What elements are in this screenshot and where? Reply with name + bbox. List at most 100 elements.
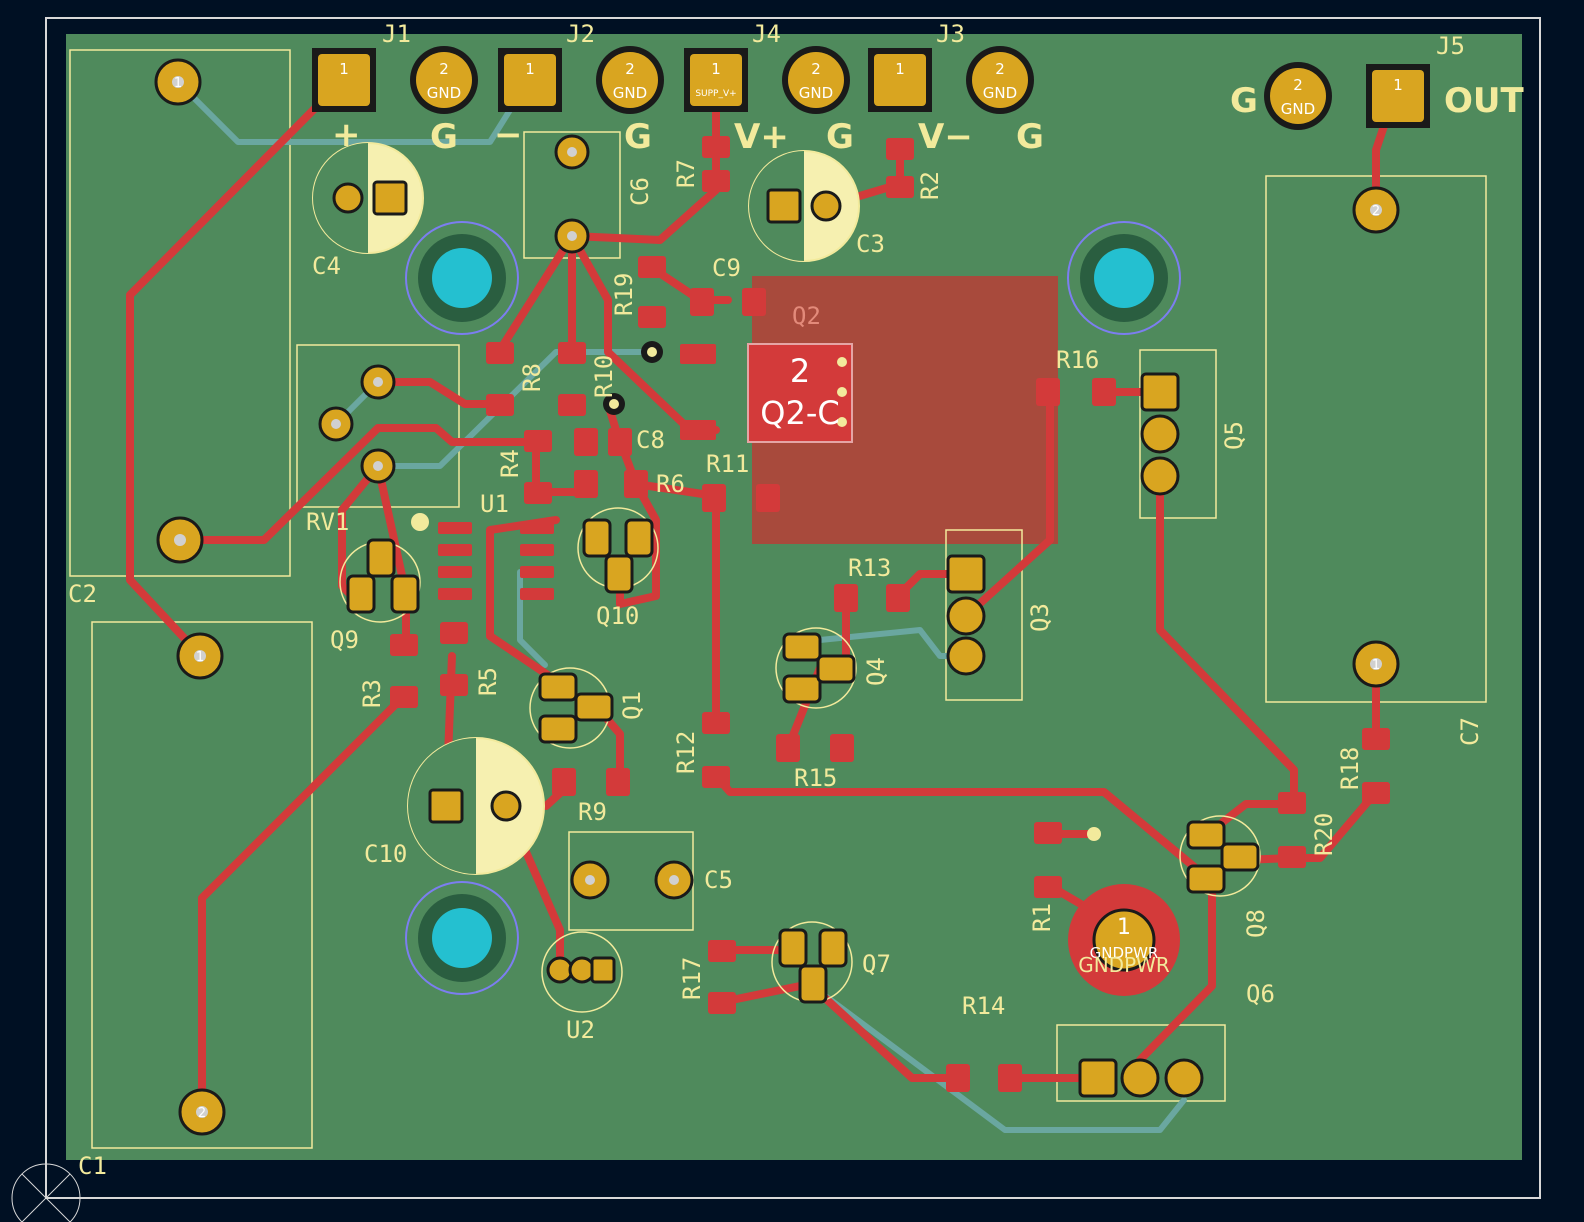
label-r17: R17	[678, 957, 706, 1000]
label-r9: R9	[578, 798, 607, 826]
mounting-holes	[405, 221, 1181, 995]
smd-pads	[390, 136, 1390, 1092]
label-c7: C7	[1456, 717, 1484, 746]
label-r6: R6	[656, 470, 685, 498]
label-r16: R16	[1056, 346, 1099, 374]
label-c1: C1	[78, 1152, 107, 1180]
j5-pin2-net: GND	[1281, 100, 1315, 118]
q2-pad-number: 2	[790, 352, 810, 390]
label-j3: J3	[936, 20, 965, 48]
label-c3: C3	[856, 230, 885, 258]
sign-j4-g: G	[826, 117, 854, 157]
j2-pin1: 1	[525, 60, 535, 78]
label-r19: R19	[610, 273, 638, 316]
q2-pad-net: Q2-C	[760, 394, 839, 432]
square-pads	[372, 180, 1180, 1098]
label-r3: R3	[358, 679, 386, 708]
j4-pin2-net: GND	[799, 84, 833, 102]
th-pad-holes	[172, 76, 1382, 1118]
label-r14: R14	[962, 992, 1005, 1020]
j4-pin1: 1	[711, 60, 721, 78]
label-r12: R12	[672, 731, 700, 774]
label-r13: R13	[848, 554, 891, 582]
label-r2: R2	[916, 171, 944, 200]
label-c5: C5	[704, 866, 733, 894]
label-c6: C6	[626, 177, 654, 206]
label-r18: R18	[1336, 747, 1364, 790]
label-q1: Q1	[618, 691, 646, 720]
sign-j3-g: G	[1016, 117, 1044, 157]
label-u1: U1	[480, 490, 509, 518]
label-q10: Q10	[596, 602, 639, 630]
label-r8: R8	[518, 363, 546, 392]
silk-labels: J1 J2 J4 J3 J5 C1 C2 C3 C4 C5 C8 C9 C10 …	[68, 20, 1465, 1180]
connector-signs: + G − G V+ G V− G G OUT	[332, 81, 1525, 157]
gndpwr-pad-number: 1	[1117, 915, 1131, 940]
sign-j5-out: OUT	[1444, 81, 1525, 121]
label-rv1: RV1	[306, 508, 349, 536]
sign-j3-vminus: V−	[918, 117, 973, 157]
to92-transistors	[339, 507, 1261, 1013]
q2-pad	[747, 343, 853, 443]
label-q3: Q3	[1026, 603, 1054, 632]
label-r1: R1	[1028, 903, 1056, 932]
sign-j4-vplus: V+	[734, 117, 789, 157]
vias	[603, 341, 1101, 841]
j2-pin2: 2	[625, 60, 635, 78]
label-c10: C10	[364, 840, 407, 868]
label-q6: Q6	[1246, 980, 1275, 1008]
j4-pin1-net: SUPP_V+	[695, 89, 736, 99]
sign-j1-g: G	[430, 117, 458, 157]
c2-pad1-num: 1	[174, 76, 182, 91]
j1-pin1: 1	[339, 60, 349, 78]
j3-pin2-net: GND	[983, 84, 1017, 102]
label-c9: C9	[712, 254, 741, 282]
label-u2: U2	[566, 1016, 595, 1044]
label-q9: Q9	[330, 626, 359, 654]
j2-pin2-net: GND	[613, 84, 647, 102]
label-q4: Q4	[862, 657, 890, 686]
j3-pin1: 1	[895, 60, 905, 78]
label-c4: C4	[312, 252, 341, 280]
label-r7: R7	[672, 159, 700, 188]
j4-pin2: 2	[811, 60, 821, 78]
label-r5: R5	[474, 667, 502, 696]
label-q5: Q5	[1220, 421, 1248, 450]
gndpwr-net-silk: GNDPWR	[1078, 953, 1170, 977]
label-r15: R15	[794, 764, 837, 792]
label-j4: J4	[752, 20, 781, 48]
label-c8: C8	[636, 426, 665, 454]
silk-labels-rotated: C6 C7 R1 R2 R3 R4 R5 R7 R8 R10 R12 R17 R…	[358, 159, 1484, 1000]
j3-pin2: 2	[995, 60, 1005, 78]
label-r10: R10	[590, 355, 618, 398]
q2-vias	[837, 357, 847, 427]
u1-pads	[438, 522, 554, 600]
gndpwr-pad-net: GNDPWR	[1090, 944, 1159, 962]
j1-pin2: 2	[439, 60, 449, 78]
q2-ref: Q2	[792, 302, 821, 330]
sign-j5-g: G	[1230, 81, 1258, 121]
label-c2: C2	[68, 580, 97, 608]
label-j5: J5	[1436, 32, 1465, 60]
board-edge	[45, 17, 1541, 1199]
j1-pin2-net: GND	[427, 84, 461, 102]
connector-pads	[312, 46, 1430, 130]
c7-pad1-num: 1	[1372, 658, 1380, 673]
origin-marker	[11, 1163, 81, 1222]
pad-text: 1 2 GND 1 2 GND 1 SUPP_V+ 2 GND 1 2 GND …	[174, 60, 1403, 1121]
c7-pad2-num: 2	[1372, 204, 1380, 219]
sign-j1-plus: +	[332, 115, 361, 155]
sign-j2-minus: −	[494, 115, 523, 155]
c1-pad2-num: 2	[198, 1106, 206, 1121]
j5-pin1: 1	[1393, 76, 1403, 94]
sign-j2-g: G	[624, 117, 652, 157]
label-r20: R20	[1310, 813, 1338, 856]
j5-pin2: 2	[1293, 76, 1303, 94]
q2-labels: Q2 2 Q2-C	[760, 302, 839, 432]
label-r4: R4	[496, 449, 524, 478]
u1-pin1-mark	[411, 513, 429, 531]
label-q8: Q8	[1242, 909, 1270, 938]
label-q7: Q7	[862, 950, 891, 978]
gndpwr-pad-ring	[1092, 908, 1156, 972]
